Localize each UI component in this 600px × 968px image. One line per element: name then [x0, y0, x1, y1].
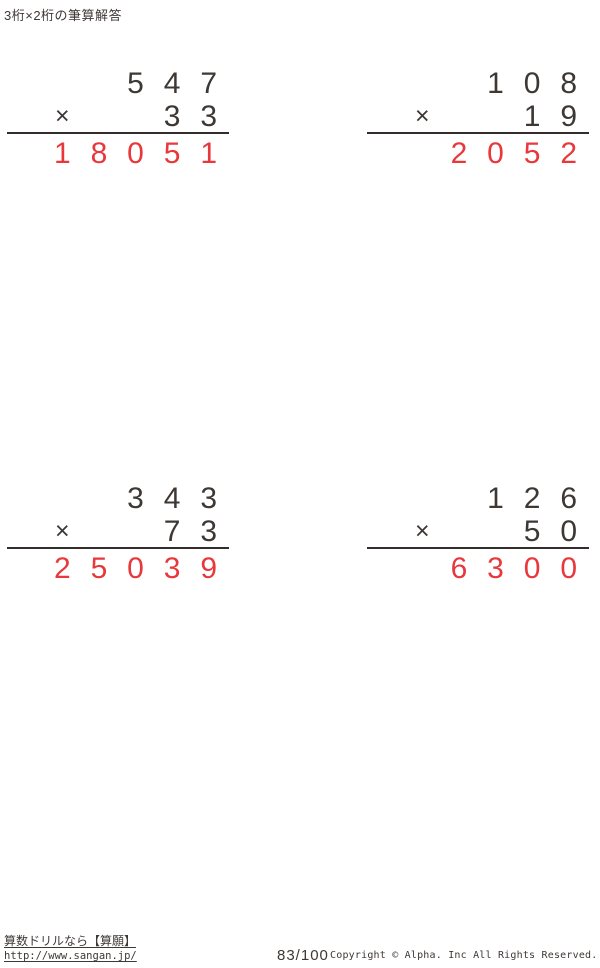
digit: 2 [523, 481, 541, 515]
digit: 5 [523, 137, 541, 170]
empty-cell [441, 101, 478, 132]
digit: 9 [560, 99, 578, 133]
footer-links: 算数ドリルなら【算願】 http://www.sangan.jp/ [4, 934, 137, 964]
empty-cell [117, 516, 154, 547]
empty-cell [44, 66, 81, 101]
multiply-sign: × [415, 517, 430, 545]
digit: 7 [163, 514, 181, 548]
empty-cell [81, 516, 118, 547]
digit: 3 [200, 514, 218, 548]
empty-cell [404, 481, 441, 516]
empty-cell [404, 141, 441, 167]
digit: 3 [487, 552, 504, 585]
digit: 8 [560, 66, 578, 100]
digit: 1 [487, 481, 504, 515]
digit: 0 [523, 66, 541, 100]
digit: 3 [200, 99, 218, 133]
digit: 0 [127, 137, 144, 170]
digit: 1 [487, 66, 504, 100]
digit: 5 [523, 514, 541, 548]
multiply-sign: × [55, 517, 70, 545]
empty-cell [477, 516, 514, 547]
digit: 0 [560, 552, 578, 585]
empty-cell [404, 66, 441, 101]
empty-cell [441, 481, 478, 516]
digit: 4 [163, 66, 181, 100]
digit: 0 [127, 552, 144, 585]
page-title: 3桁×2桁の筆算解答 [4, 8, 123, 23]
digit: 2 [450, 137, 468, 170]
digit: 6 [560, 481, 578, 515]
digit: 3 [200, 481, 218, 515]
digit: 2 [53, 552, 71, 585]
digit: 4 [163, 481, 181, 515]
copyright-notice: Copyright © Alpha. Inc All Rights Reserv… [330, 950, 598, 961]
digit: 6 [450, 552, 468, 585]
digit: 9 [200, 552, 218, 585]
digit: 1 [200, 137, 218, 170]
digit: 5 [90, 552, 108, 585]
empty-cell [81, 66, 118, 101]
digit: 1 [523, 99, 541, 133]
digit: 0 [523, 552, 541, 585]
digit: 3 [163, 99, 181, 133]
empty-cell [117, 101, 154, 132]
empty-cell [441, 66, 478, 101]
empty-cell [81, 481, 118, 516]
multiply-sign: × [415, 102, 430, 130]
empty-cell [44, 481, 81, 516]
multiply-sign: × [55, 102, 70, 130]
empty-cell [441, 516, 478, 547]
digit: 3 [163, 552, 181, 585]
empty-cell [81, 101, 118, 132]
site-url-link[interactable]: http://www.sangan.jp/ [4, 950, 137, 962]
empty-cell [404, 556, 441, 582]
digit: 0 [487, 137, 504, 170]
site-name-link[interactable]: 算数ドリルなら【算願】 [4, 934, 137, 948]
digit: 3 [127, 481, 144, 515]
digit: 0 [560, 514, 578, 548]
digit: 1 [53, 137, 71, 170]
digit: 5 [127, 66, 144, 100]
digit: 7 [200, 66, 218, 100]
page-number: 83/100 [277, 947, 329, 964]
digit: 2 [560, 137, 578, 170]
digit: 8 [90, 137, 108, 170]
digit: 5 [163, 137, 181, 170]
empty-cell [477, 101, 514, 132]
